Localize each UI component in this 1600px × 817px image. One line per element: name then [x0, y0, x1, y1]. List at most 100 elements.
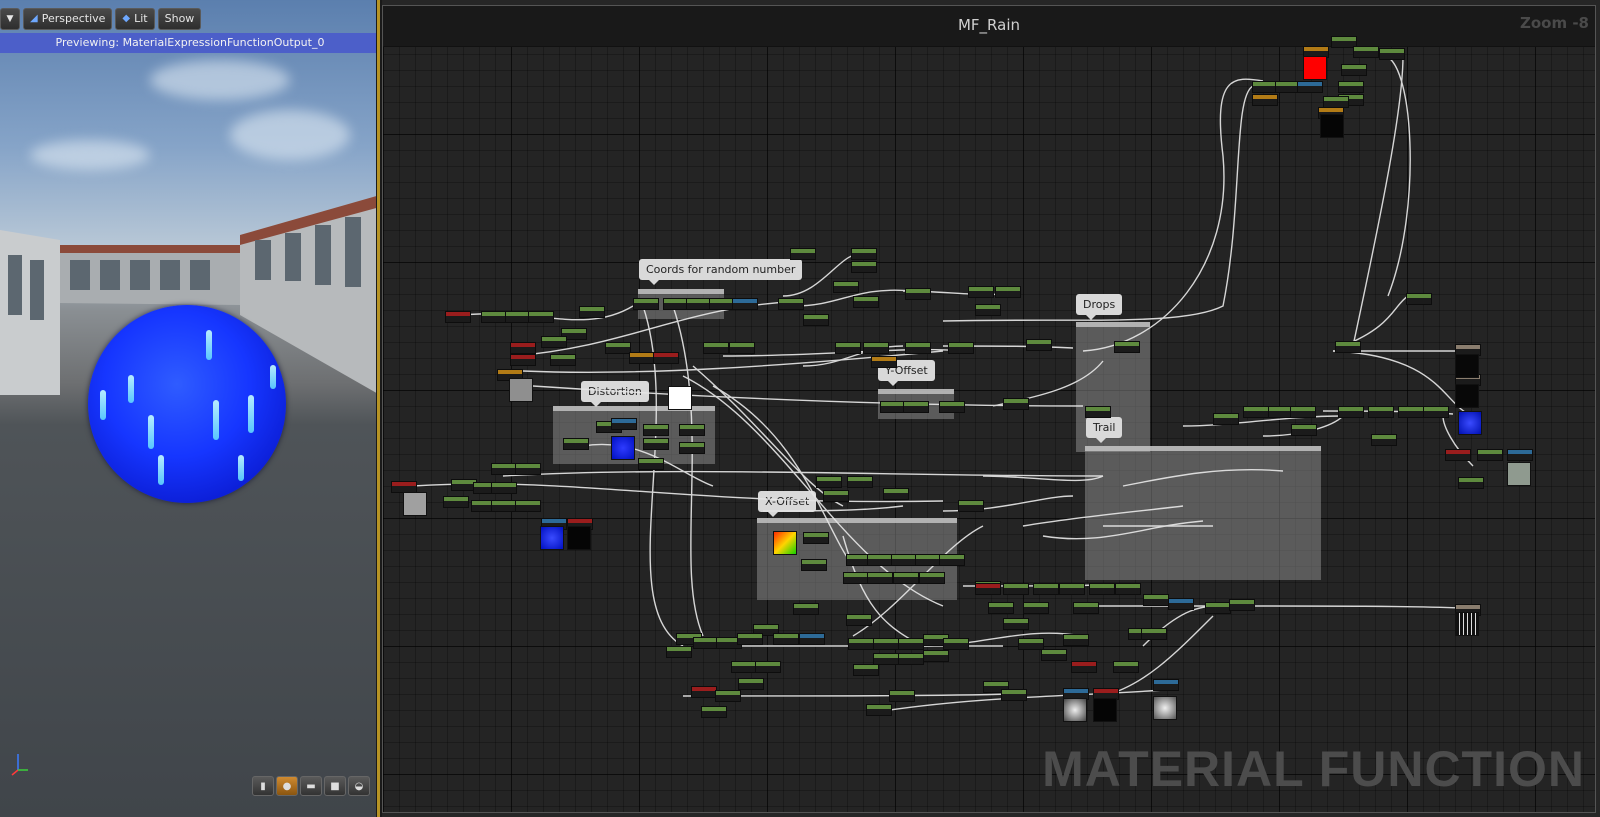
graph-node[interactable]	[846, 614, 872, 626]
graph-node[interactable]	[880, 401, 906, 413]
graph-node[interactable]	[528, 311, 554, 323]
graph-node[interactable]	[732, 298, 758, 310]
graph-node[interactable]	[1477, 449, 1503, 461]
graph-node[interactable]	[1252, 94, 1278, 106]
graph-node[interactable]	[867, 554, 893, 566]
graph-node[interactable]	[948, 342, 974, 354]
graph-node[interactable]	[867, 572, 893, 584]
graph-node[interactable]	[1018, 638, 1044, 650]
graph-node[interactable]	[515, 500, 541, 512]
graph-node[interactable]	[491, 482, 517, 494]
graph-node[interactable]	[701, 706, 727, 718]
graph-node[interactable]	[1290, 406, 1316, 418]
graph-node[interactable]	[679, 442, 705, 454]
graph-node[interactable]	[666, 646, 692, 658]
texture-thumbnail[interactable]	[540, 526, 564, 550]
perspective-button[interactable]: ◢ Perspective	[23, 8, 113, 30]
graph-node[interactable]	[898, 638, 924, 650]
graph-node[interactable]	[1059, 583, 1085, 595]
graph-node[interactable]	[1114, 341, 1140, 353]
graph-node[interactable]	[848, 638, 874, 650]
comment-drops[interactable]: Drops	[1076, 294, 1123, 320]
graph-node[interactable]	[1143, 594, 1169, 606]
graph-node[interactable]	[903, 401, 929, 413]
material-graph-canvas[interactable]: MF_Rain Zoom -8 Coords for random number…	[382, 5, 1596, 813]
graph-node[interactable]	[1331, 36, 1357, 48]
graph-node[interactable]	[491, 500, 517, 512]
graph-node[interactable]	[510, 354, 536, 366]
graph-node[interactable]	[737, 633, 763, 645]
graph-node[interactable]	[778, 298, 804, 310]
graph-node[interactable]	[686, 298, 712, 310]
graph-node[interactable]	[1041, 649, 1067, 661]
graph-node[interactable]	[1089, 583, 1115, 595]
graph-node[interactable]	[939, 401, 965, 413]
graph-node[interactable]	[968, 286, 994, 298]
graph-node[interactable]	[958, 500, 984, 512]
graph-node[interactable]	[1297, 81, 1323, 93]
graph-node[interactable]	[1168, 598, 1194, 610]
graph-node[interactable]	[633, 298, 659, 310]
viewport-options-button[interactable]: ▼	[0, 8, 20, 30]
graph-node[interactable]	[1023, 602, 1049, 614]
graph-node[interactable]	[643, 438, 669, 450]
lit-button[interactable]: ◆ Lit	[115, 8, 155, 30]
graph-node[interactable]	[1026, 339, 1052, 351]
graph-node[interactable]	[611, 418, 637, 430]
texture-thumbnail[interactable]	[1455, 384, 1479, 408]
texture-thumbnail[interactable]	[1063, 698, 1087, 722]
graph-node[interactable]	[563, 438, 589, 450]
cube-icon[interactable]: ■	[324, 776, 346, 796]
graph-node[interactable]	[1205, 602, 1231, 614]
graph-node[interactable]	[1338, 406, 1364, 418]
graph-node[interactable]	[975, 583, 1001, 595]
graph-node[interactable]	[853, 296, 879, 308]
graph-node[interactable]	[943, 638, 969, 650]
graph-node[interactable]	[835, 342, 861, 354]
color-swatch[interactable]	[668, 386, 692, 410]
graph-node[interactable]	[851, 248, 877, 260]
graph-node[interactable]	[755, 661, 781, 673]
texture-thumbnail[interactable]	[1458, 411, 1482, 435]
material-preview-viewport[interactable]: ▼ ◢ Perspective ◆ Lit Show Previewing: M…	[0, 0, 380, 817]
graph-node[interactable]	[919, 572, 945, 584]
graph-node[interactable]	[550, 354, 576, 366]
graph-node[interactable]	[847, 476, 873, 488]
graph-node[interactable]	[1113, 661, 1139, 673]
graph-node[interactable]	[823, 490, 849, 502]
graph-node[interactable]	[1115, 583, 1141, 595]
graph-node[interactable]	[873, 653, 899, 665]
graph-node[interactable]	[731, 661, 757, 673]
graph-node[interactable]	[1335, 341, 1361, 353]
graph-node[interactable]	[915, 554, 941, 566]
graph-node[interactable]	[1153, 679, 1179, 691]
preview-sphere[interactable]	[88, 305, 286, 503]
plane-icon[interactable]: ▬	[300, 776, 322, 796]
graph-node[interactable]	[1353, 46, 1379, 58]
graph-node[interactable]	[803, 314, 829, 326]
texture-thumbnail[interactable]	[1455, 612, 1479, 636]
graph-node[interactable]	[799, 633, 825, 645]
graph-node[interactable]	[871, 356, 897, 368]
color-swatch[interactable]	[509, 378, 533, 402]
color-swatch[interactable]	[1303, 56, 1327, 80]
graph-node[interactable]	[773, 633, 799, 645]
cylinder-icon[interactable]: ▮	[252, 776, 274, 796]
graph-node[interactable]	[638, 458, 664, 470]
graph-node[interactable]	[866, 704, 892, 716]
graph-node[interactable]	[833, 281, 859, 293]
graph-node[interactable]	[1423, 406, 1449, 418]
graph-node[interactable]	[905, 342, 931, 354]
graph-node[interactable]	[1213, 413, 1239, 425]
graph-node[interactable]	[561, 328, 587, 340]
graph-node[interactable]	[738, 678, 764, 690]
graph-node[interactable]	[1243, 406, 1269, 418]
graph-node[interactable]	[541, 336, 567, 348]
graph-node[interactable]	[729, 342, 755, 354]
graph-node[interactable]	[1398, 406, 1424, 418]
graph-node[interactable]	[579, 306, 605, 318]
graph-node[interactable]	[863, 342, 889, 354]
graph-node[interactable]	[1003, 398, 1029, 410]
graph-node[interactable]	[1033, 583, 1059, 595]
texture-thumbnail[interactable]	[773, 531, 797, 555]
